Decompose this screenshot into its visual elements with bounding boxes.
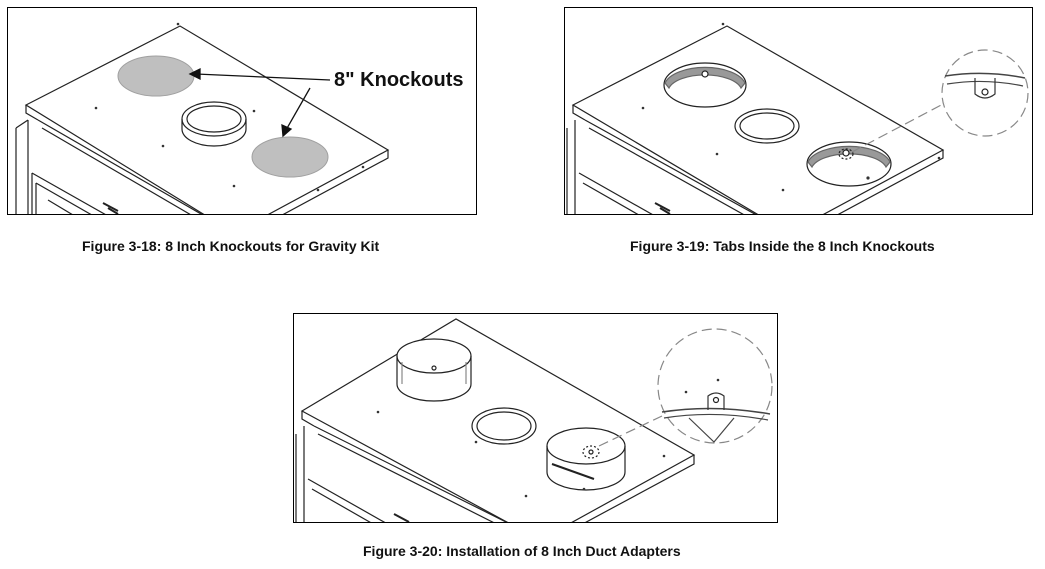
figure-3-18-image: 8" Knockouts: [7, 7, 477, 215]
furnace-top-drawing: 8" Knockouts: [15, 22, 464, 214]
figure-3-19-caption: Figure 3-19: Tabs Inside the 8 Inch Knoc…: [630, 238, 935, 254]
knockout-1: [117, 55, 195, 97]
knockout-2: [251, 136, 329, 178]
figure-3-18-caption: Figure 3-18: 8 Inch Knockouts for Gravit…: [82, 238, 380, 254]
furnace-duct-adapters-drawing: [295, 318, 773, 522]
figure-3-20-caption: Figure 3-20: Installation of 8 Inch Duct…: [363, 543, 681, 559]
figure-3-20-image: [293, 313, 778, 523]
figure-3-19-image: [564, 7, 1033, 215]
knockouts-callout-label: 8" Knockouts: [334, 69, 464, 91]
furnace-top-tabs-drawing: [566, 22, 1029, 214]
